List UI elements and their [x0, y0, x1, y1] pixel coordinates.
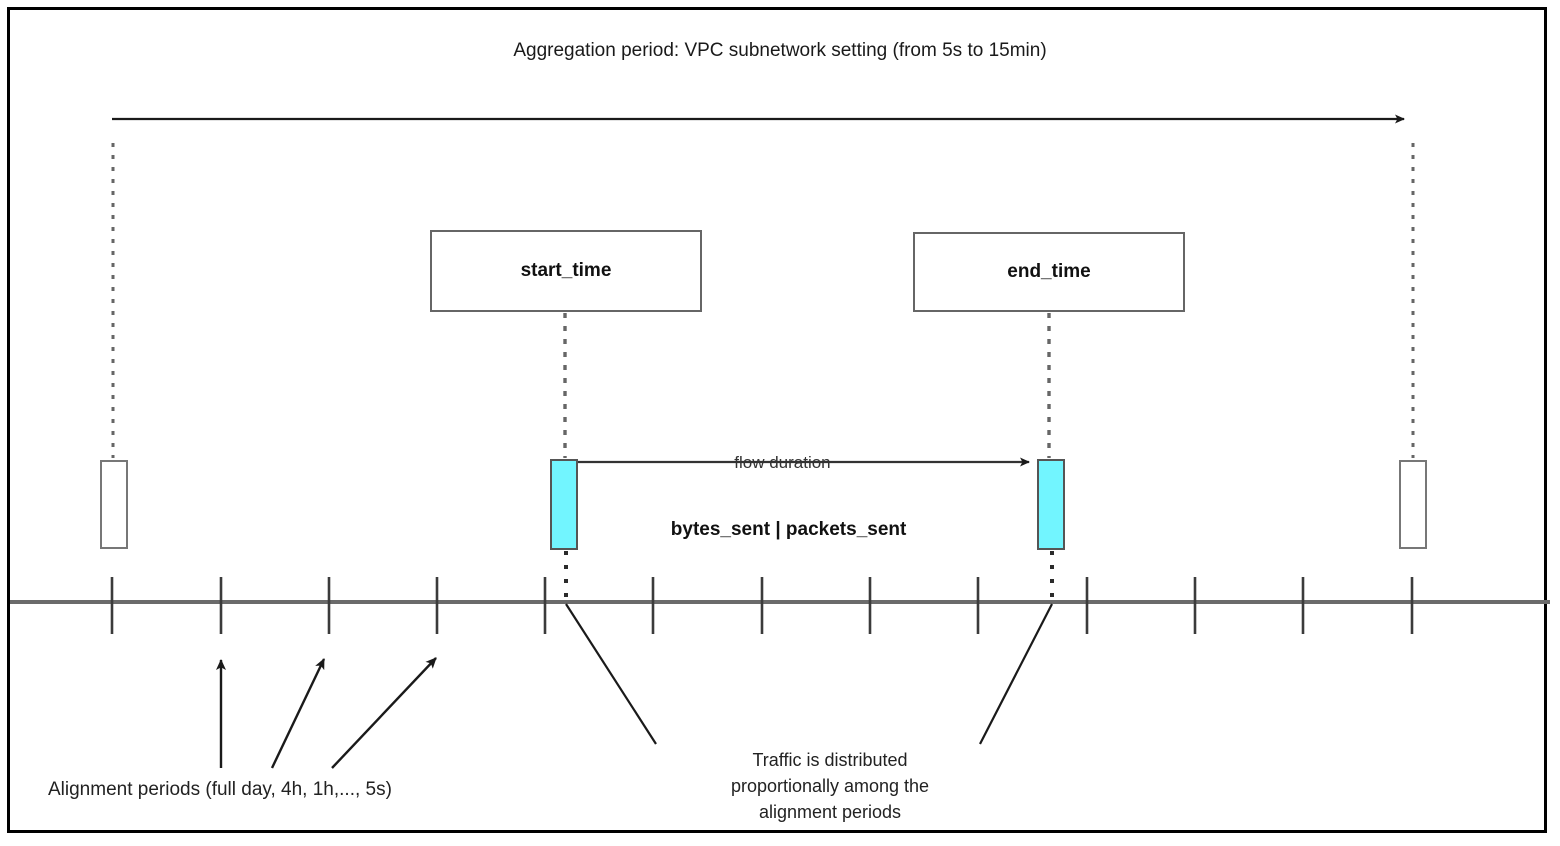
flow-duration-label-wrap: flow duration	[0, 430, 1560, 497]
alignment-periods-note: Alignment periods (full day, 4h, 1h,...,…	[48, 779, 392, 800]
aggregation-end-marker	[1399, 460, 1427, 549]
start-time-box: start_time	[430, 230, 702, 312]
flow-start-marker	[550, 459, 578, 550]
traffic-note-line-3: alignment periods	[758, 802, 902, 823]
metrics-label: bytes_sent | packets_sent	[670, 519, 907, 541]
flow-duration-label: flow duration	[734, 453, 831, 473]
diagram-frame	[7, 7, 1547, 833]
traffic-distribution-note: Traffic is distributed proportionally am…	[700, 747, 960, 825]
start-time-label: start_time	[520, 260, 612, 281]
traffic-note-line-1: Traffic is distributed	[752, 750, 908, 770]
end-time-label: end_time	[1007, 261, 1091, 282]
aggregation-start-marker	[100, 460, 128, 549]
metrics-label-wrap: bytes_sent | packets_sent	[0, 492, 1560, 567]
end-time-box: end_time	[913, 232, 1185, 312]
traffic-note-line-2: proportionally among the	[730, 776, 930, 797]
flow-end-marker	[1037, 459, 1065, 550]
diagram-title: Aggregation period: VPC subnetwork setti…	[513, 40, 1047, 61]
